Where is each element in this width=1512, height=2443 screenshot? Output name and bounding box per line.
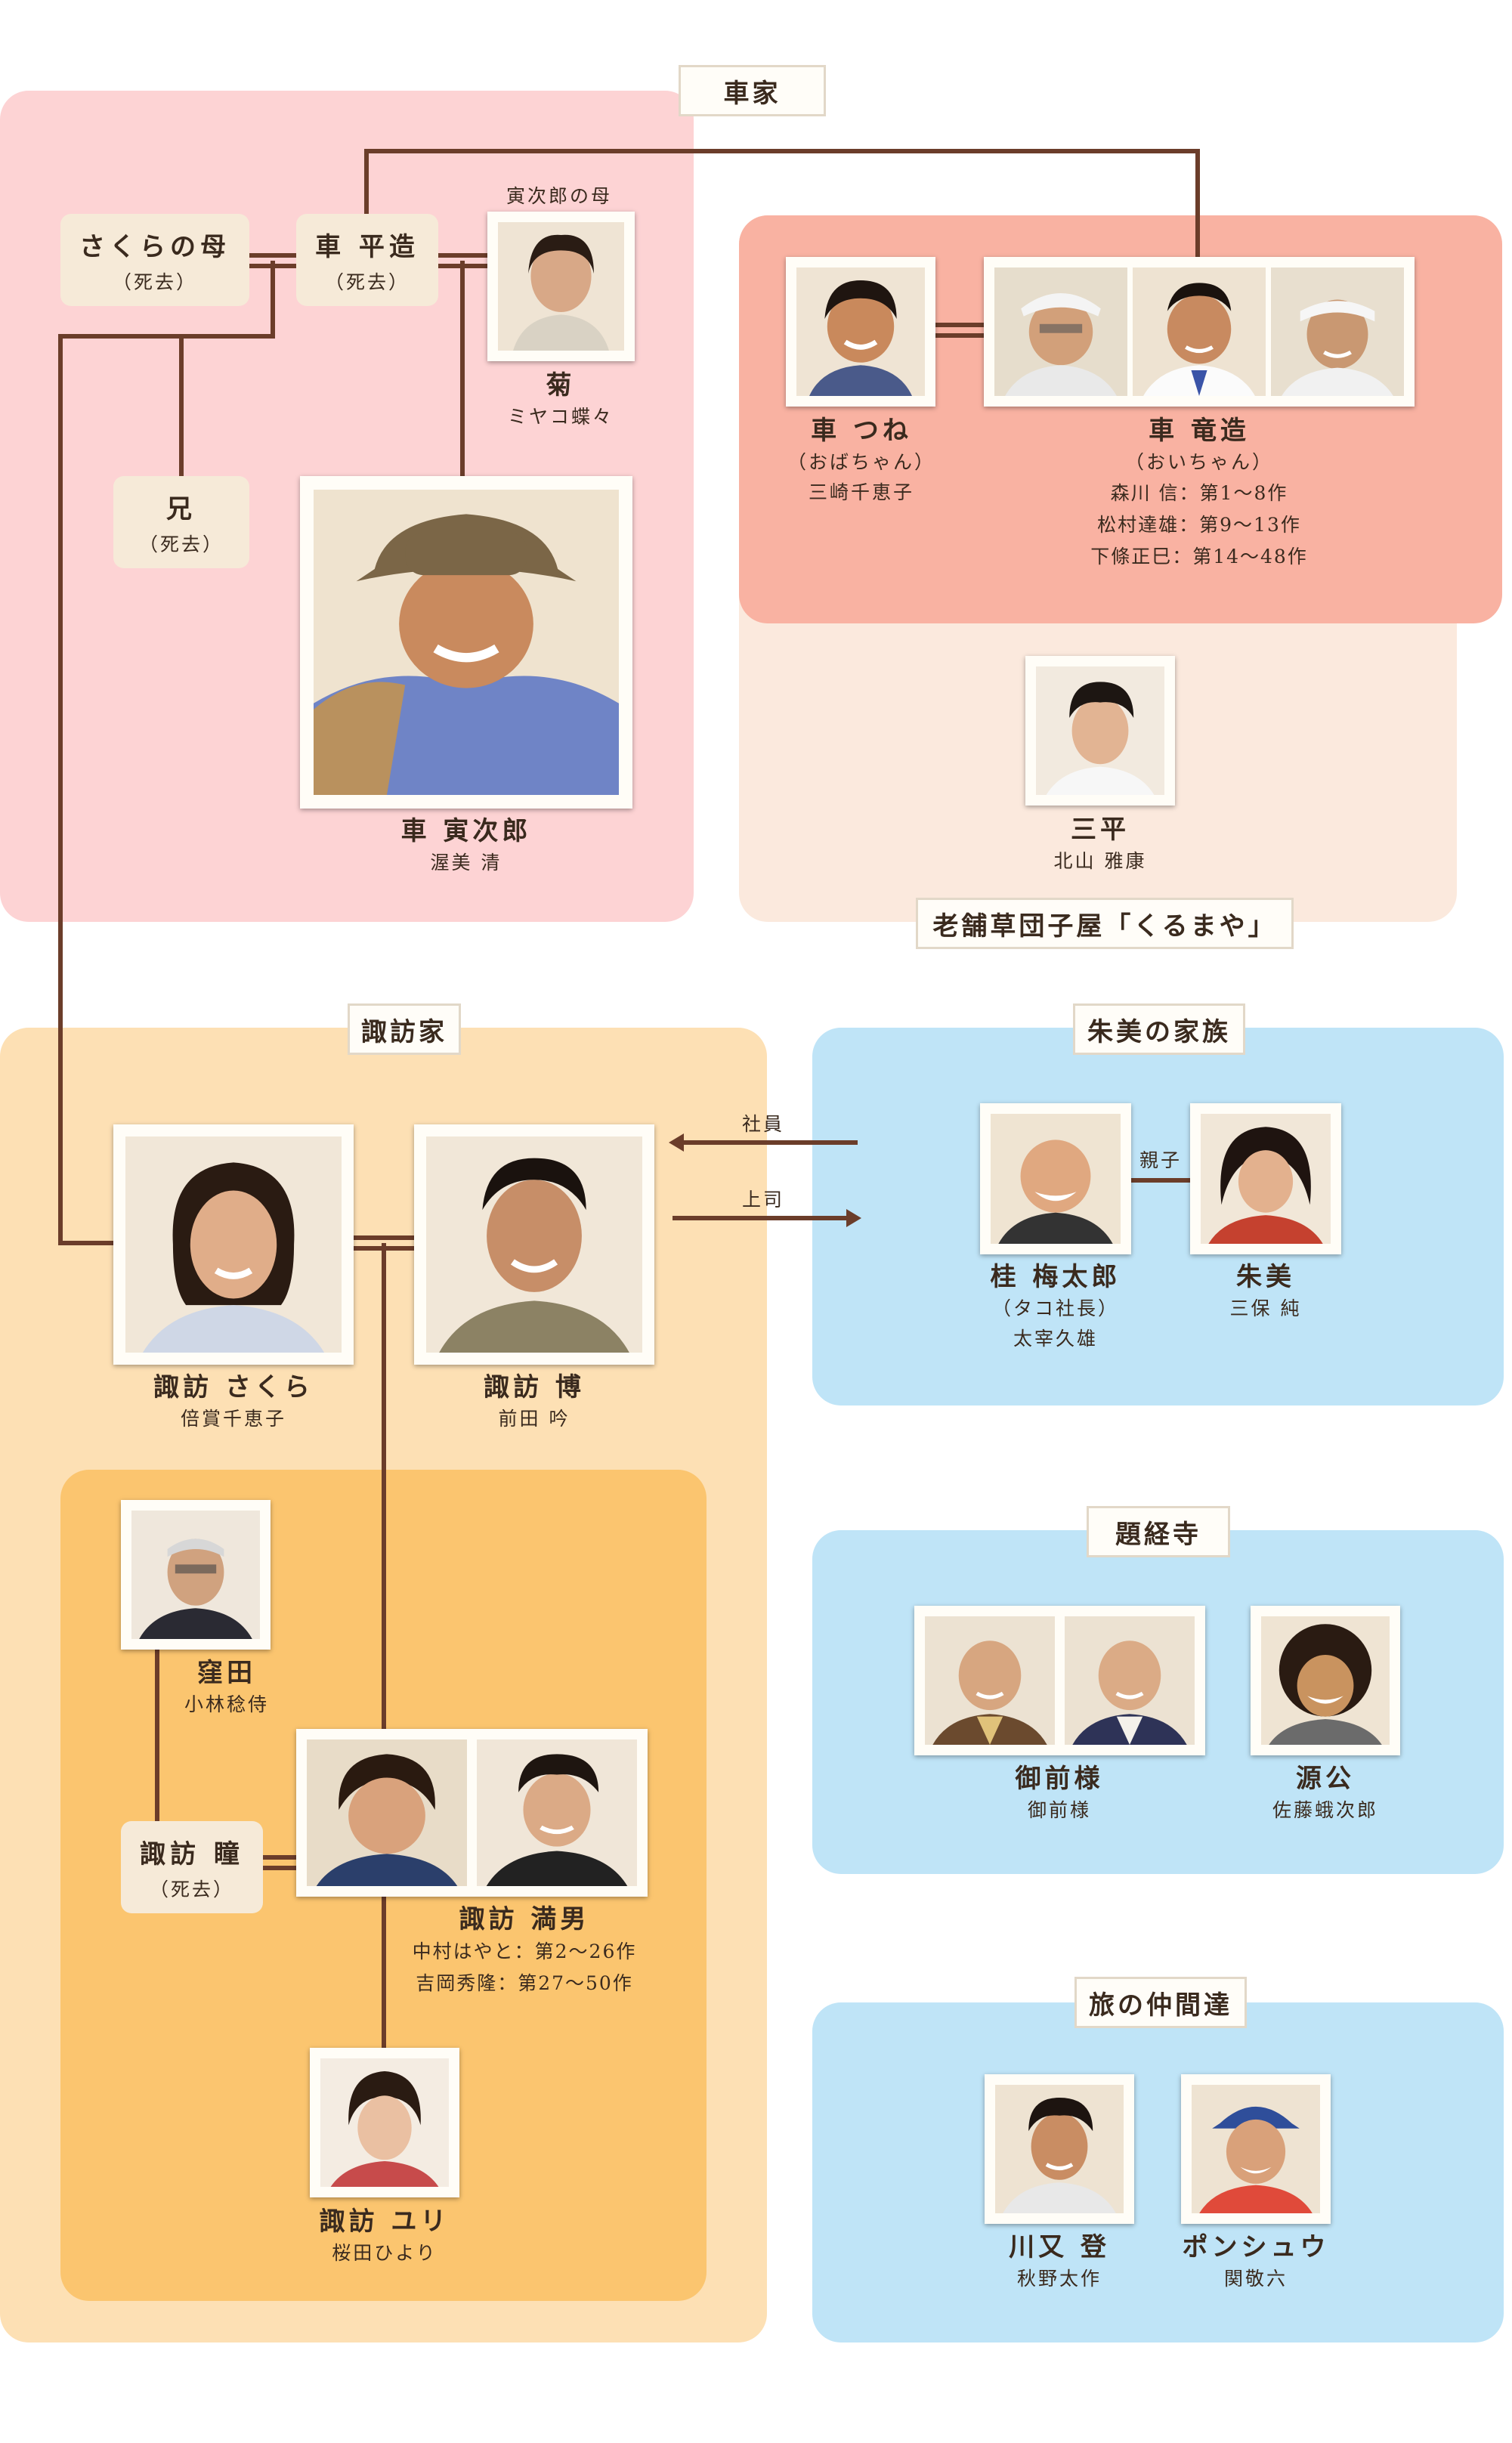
torajiro-mother-caption: 寅次郎の母 [506,185,613,207]
kawamata-label: 川又 登 秋野太作 [1009,2231,1110,2294]
ryuzo-actor-1: 森川 信：第1〜8作 [1110,482,1288,504]
daikyoji-title: 題経寺 [1087,1506,1230,1557]
ryuzo-name: 車 竜造 [1149,416,1250,446]
yuri-name: 諏訪 ユリ [319,2206,450,2237]
genko-photo [1251,1606,1400,1755]
akemi-family-title: 朱美の家族 [1073,1003,1245,1055]
oyako-label: 親子 [1139,1149,1183,1171]
kubota-photo [121,1500,271,1650]
sanpei-actor: 北山 雅康 [1053,850,1147,872]
torajiro-actor: 渥美 清 [430,852,502,874]
gozensama-photo [914,1606,1205,1755]
hiroshi-name: 諏訪 博 [484,1372,585,1402]
akemi-photo [1190,1103,1341,1254]
tsune-photo [786,257,935,407]
ani-name: 兄 [166,493,196,524]
kawamata-actor: 秋野太作 [1016,2268,1102,2290]
ponshu-photo [1181,2074,1331,2224]
katsura-label: 桂 梅太郎 （タコ社長） 太宰久雄 [991,1260,1121,1354]
torajiro-label: 車 寅次郎 渥美 清 [401,815,532,878]
kuruma-family-title: 車家 [679,65,826,116]
yuri-label: 諏訪 ユリ 桜田ひより [320,2205,450,2268]
hiroshi-actor: 前田 吟 [498,1408,570,1430]
katsura-actor: 太宰久雄 [1013,1328,1098,1350]
ponshu-actor: 関敬六 [1223,2268,1288,2290]
ani-box: 兄 （死去） [113,476,249,568]
heizo-name: 車 平造 [315,231,419,262]
hitomi-status: （死去） [149,1878,234,1900]
hiroshi-label: 諏訪 博 前田 吟 [484,1371,585,1434]
genko-actor: 佐藤蛾次郎 [1272,1799,1379,1821]
ani-status: （死去） [138,533,224,555]
sakura-mother-name: さくらの母 [79,231,230,262]
sakura-name: 諏訪 さくら [153,1372,314,1402]
mitsuo-actor-2: 吉岡秀隆：第27〜50作 [416,1972,633,1994]
hitomi-box: 諏訪 瞳 （死去） [121,1821,263,1913]
yuri-photo [310,2048,459,2197]
akemi-label: 朱美 三保 純 [1230,1260,1302,1324]
heizo-status: （死去） [324,271,410,293]
shain-label: 社員 [741,1113,785,1135]
hiroshi-photo [414,1124,654,1365]
sanpei-name: 三平 [1070,815,1130,845]
katsura-nickname: （タコ社長） [991,1297,1119,1319]
torajiro-name: 車 寅次郎 [400,816,532,846]
kubota-actor: 小林稔侍 [184,1693,270,1715]
genko-label: 源公 佐藤蛾次郎 [1272,1762,1378,1826]
tabi-panel [812,2002,1504,2342]
gozensama-label: 御前様 御前様 [1016,1762,1104,1826]
akemi-actor: 三保 純 [1229,1297,1302,1319]
ryuzo-actor-3: 下條正巳：第14〜48作 [1090,546,1308,567]
kiku-actor: ミヤコ蝶々 [507,406,614,428]
tsune-actor: 三崎千恵子 [808,481,915,503]
katsura-name: 桂 梅太郎 [990,1262,1121,1292]
sakura-photo [113,1124,354,1365]
genko-name: 源公 [1295,1764,1355,1794]
ponshu-label: ポンシュウ 関敬六 [1183,2231,1330,2294]
kawamata-photo [985,2074,1134,2224]
gozensama-actor: 御前様 [1027,1799,1091,1821]
sakura-mother-box: さくらの母 （死去） [60,214,249,306]
tsune-nickname: （おばちゃん） [787,451,936,473]
joshi-label: 上司 [741,1189,785,1211]
sakura-label: 諏訪 さくら 倍賞千恵子 [153,1371,314,1434]
akemi-name: 朱美 [1235,1262,1295,1292]
mitsuo-actor-1: 中村はやと：第2〜26作 [412,1940,637,1962]
mitsuo-photo [296,1729,648,1897]
kiku-name: 菊 [546,370,576,400]
ryuzo-nickname: （おいちゃん） [1124,451,1273,473]
kiku-photo [487,212,635,361]
mitsuo-label: 諏訪 満男 中村はやと：第2〜26作 吉岡秀隆：第27〜50作 [413,1903,637,1999]
tsune-name: 車 つね [811,416,912,446]
kawamata-name: 川又 登 [1009,2232,1110,2262]
sakura-actor: 倍賞千恵子 [180,1408,286,1430]
suwa-family-title: 諏訪家 [348,1003,461,1055]
tsune-label: 車 つね （おばちゃん） 三崎千恵子 [787,414,935,508]
yuri-actor: 桜田ひより [332,2242,438,2264]
sanpei-label: 三平 北山 雅康 [1054,813,1147,877]
kubota-label: 窪田 小林稔侍 [184,1656,269,1720]
hitomi-name: 諏訪 瞳 [140,1838,244,1869]
torajiro-photo [300,476,632,809]
kiku-label: 菊 ミヤコ蝶々 [508,369,614,432]
sanpei-photo [1025,656,1175,806]
tabi-title: 旅の仲間達 [1074,1977,1247,2028]
heizo-box: 車 平造 （死去） [296,214,438,306]
katsura-photo [980,1103,1131,1254]
sakura-mother-status: （死去） [112,271,197,293]
kubota-name: 窪田 [196,1658,256,1688]
akemi-family-panel [812,1028,1504,1405]
ryuzo-actor-2: 松村達雄：第9〜13作 [1097,514,1301,536]
ryuzo-label: 車 竜造 （おいちゃん） 森川 信：第1〜8作 松村達雄：第9〜13作 下條正巳… [1090,414,1308,573]
kurumaya-title: 老舗草団子屋「くるまや」 [916,898,1294,949]
ponshu-name: ポンシュウ [1182,2232,1330,2262]
ryuzo-photo [984,257,1415,407]
gozensama-name: 御前様 [1015,1764,1104,1794]
mitsuo-name: 諏訪 満男 [459,1904,590,1934]
